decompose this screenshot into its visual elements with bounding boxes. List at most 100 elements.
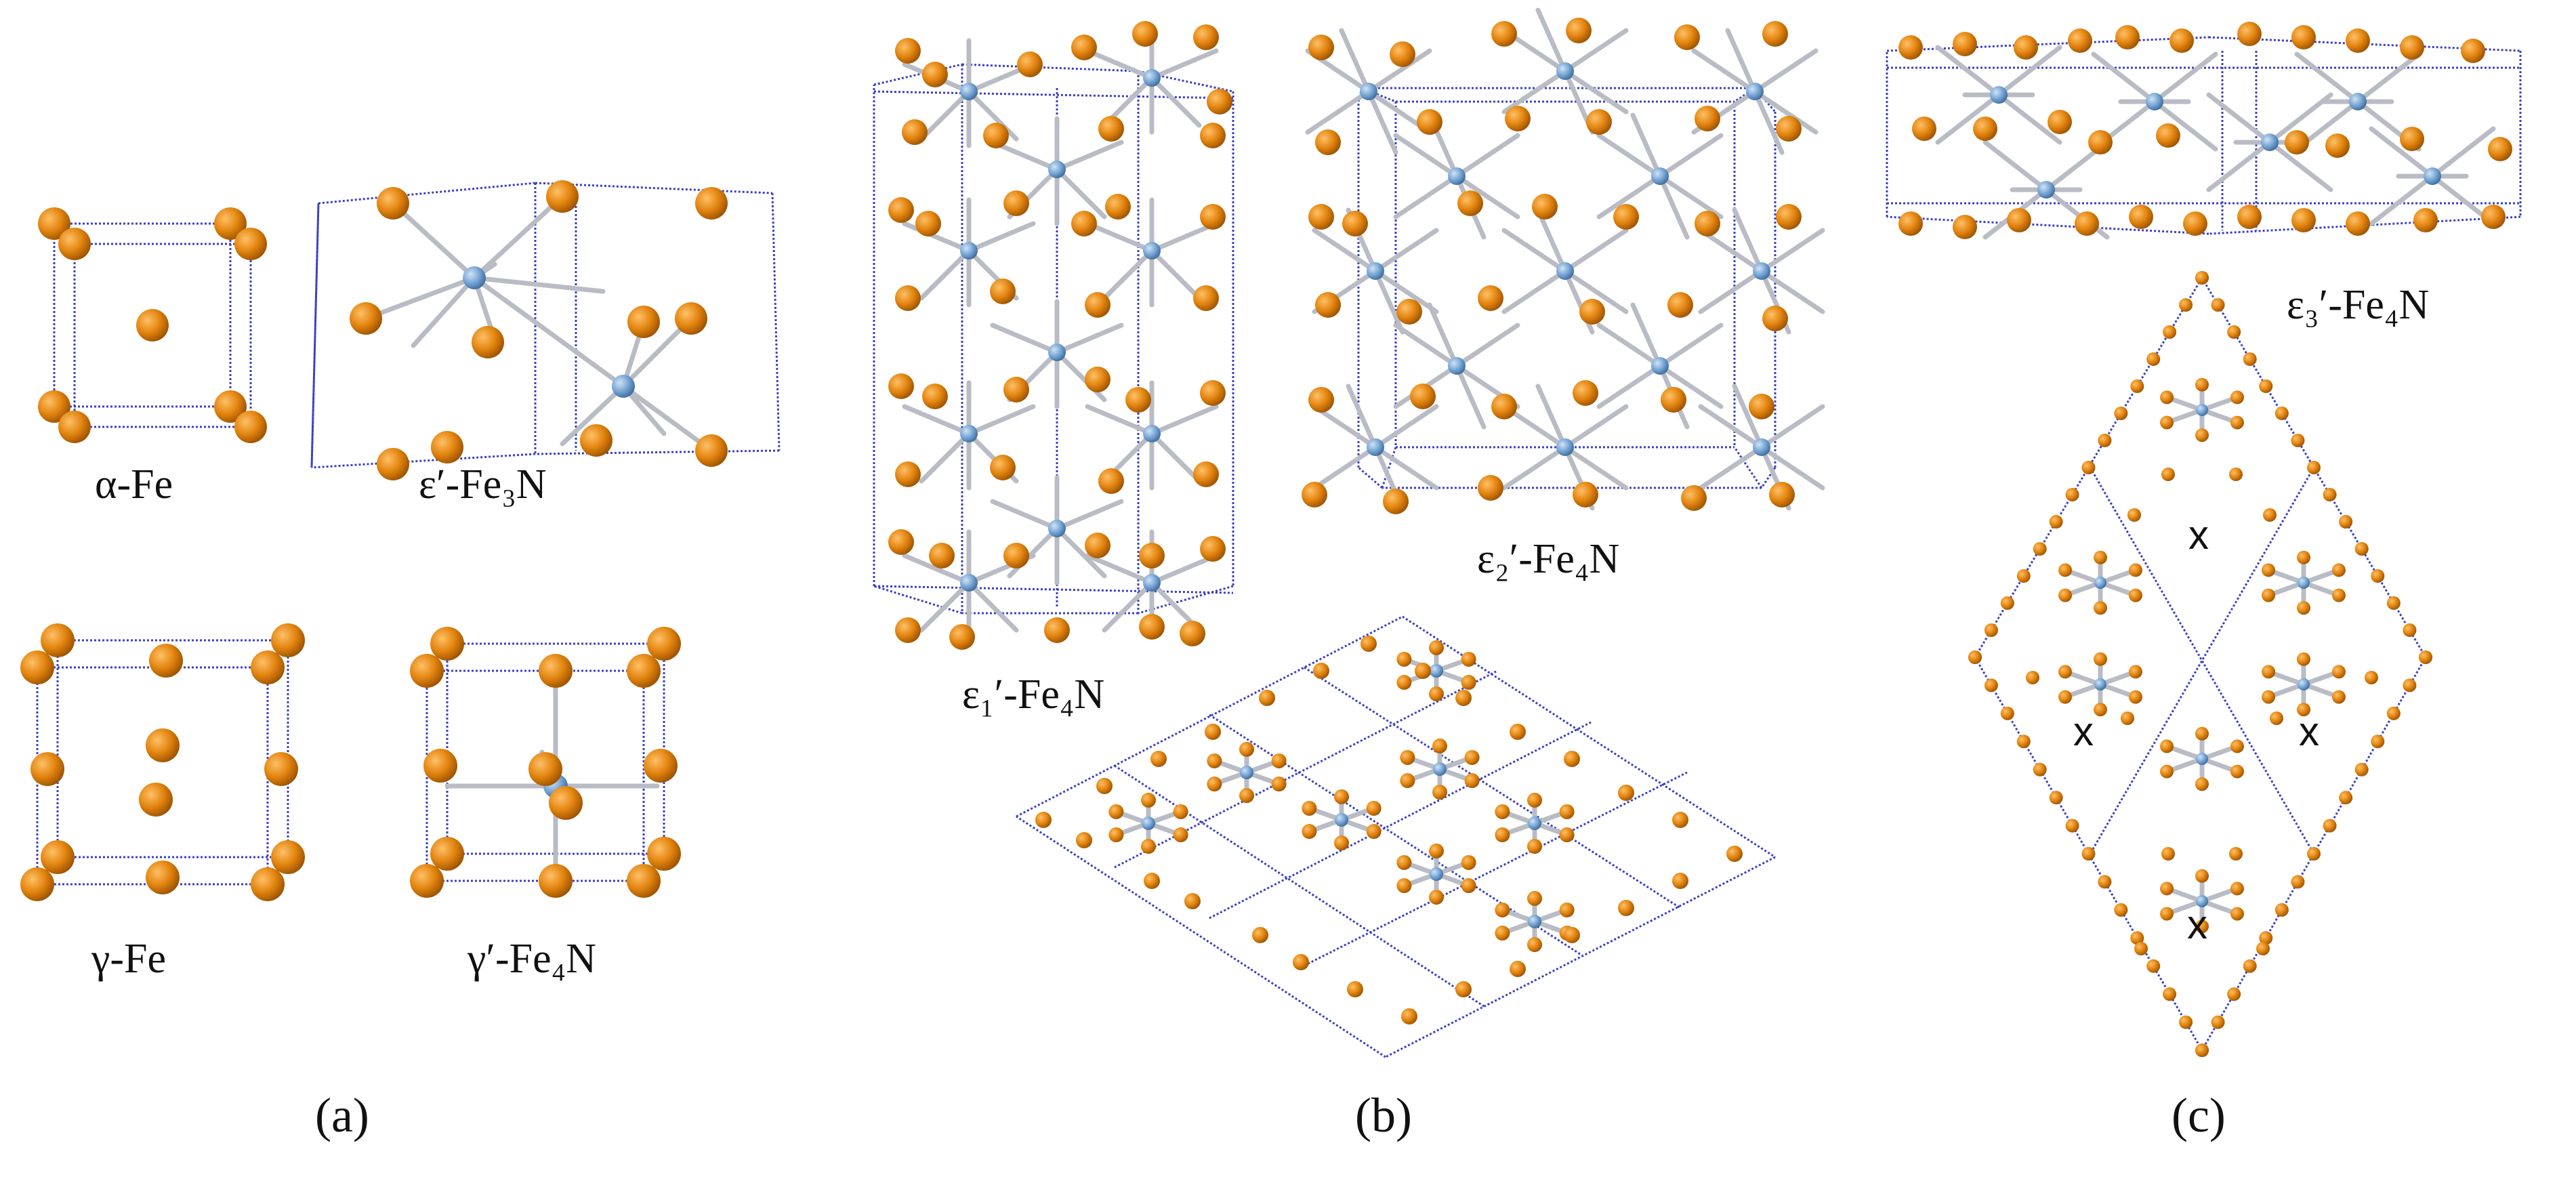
fe-atom (1108, 827, 1124, 843)
fe-atom (1695, 211, 1720, 236)
bond (1149, 75, 1202, 128)
bond (1102, 580, 1155, 633)
fe-atom (2339, 791, 2353, 805)
fe-atom (1559, 804, 1575, 819)
fe-atom (1396, 299, 1422, 325)
cell-edge (310, 203, 320, 468)
fe-atom (1953, 215, 1977, 239)
fe-atom (1968, 650, 1982, 664)
fe-atom (895, 38, 921, 64)
fe-atom (2386, 706, 2401, 720)
fe-atom (983, 123, 1009, 148)
bond (1312, 444, 1378, 491)
fe-atom (949, 624, 975, 650)
fe-atom (1085, 292, 1110, 318)
cell-edge (2089, 467, 2315, 854)
fe-atom (1672, 873, 1688, 889)
n-atom (2196, 895, 2208, 907)
fe-atom (1071, 211, 1097, 236)
fe-atom (2121, 711, 2134, 725)
fe-atom (2291, 434, 2305, 447)
fe-atom (2263, 508, 2277, 522)
cell-edge (1016, 815, 1386, 1058)
bond (1054, 323, 1124, 355)
fe-atom (1003, 543, 1029, 568)
fe-atom (1457, 190, 1483, 216)
fe-atom (2161, 847, 2175, 861)
bond (1312, 404, 1378, 450)
fe-atom (2160, 882, 2174, 896)
bond (1562, 28, 1629, 74)
bond (1054, 140, 1124, 172)
bond (1054, 499, 1124, 531)
bond (2369, 126, 2435, 179)
label-eps2-fe4n: ε₂′-Fe₄N (1477, 536, 1620, 582)
fe-atom (1366, 800, 1382, 816)
fe-atom (2230, 739, 2244, 753)
fe-atom (1776, 116, 1802, 142)
fe-atom (1762, 21, 1788, 47)
fe-atom (1313, 663, 1329, 679)
bond (2267, 140, 2333, 192)
n-atom (1753, 438, 1770, 456)
bond (1996, 92, 2062, 145)
fe-atom (1461, 651, 1476, 667)
n-atom (1433, 762, 1447, 776)
fe-atom (1455, 690, 1472, 706)
vacancy-mark: x (2073, 709, 2094, 754)
fe-atom (2129, 205, 2153, 229)
n-atom (960, 242, 978, 260)
fe-atom (423, 749, 457, 783)
fe-atom (2179, 298, 2193, 312)
label-alpha-fe: α-Fe (95, 461, 173, 508)
fe-atom (1415, 663, 1431, 679)
fe-atom (1334, 835, 1349, 851)
fe-atom (2307, 461, 2321, 474)
cell-edge (1016, 615, 1403, 818)
fe-atom (2259, 931, 2273, 945)
fe-atom (2339, 515, 2353, 529)
fe-atom (1096, 778, 1113, 794)
bond (1149, 248, 1202, 301)
fe-atom (1527, 937, 1542, 953)
fe-atom (2094, 601, 2107, 615)
fe-atom (2403, 678, 2417, 692)
fe-atom (1334, 789, 1349, 804)
fe-atom (1003, 377, 1029, 402)
fe-atom (990, 455, 1016, 480)
n-atom (1143, 574, 1161, 592)
bond (1562, 404, 1629, 450)
fe-atom (2000, 706, 2014, 720)
fe-atom (1071, 35, 1097, 60)
bond (2267, 92, 2333, 145)
fe-atom (214, 207, 247, 240)
fe-atom (1505, 106, 1531, 131)
fe-atom (2291, 25, 2316, 49)
fe-atom (895, 285, 921, 311)
fe-atom (1207, 753, 1222, 768)
bond (1752, 48, 1819, 94)
label-eps-fe3n: ε′-Fe₃N (419, 461, 547, 508)
cell-edge (1209, 713, 1583, 957)
bond (966, 580, 1019, 633)
fe-atom (2259, 379, 2273, 393)
fe-atom (1207, 89, 1232, 115)
fe-atom (2297, 550, 2310, 564)
fe-atom (539, 654, 573, 688)
fe-atom (2160, 415, 2174, 430)
fe-atom (1464, 773, 1480, 789)
n-atom (1556, 438, 1574, 456)
bond (1085, 221, 1155, 253)
fe-atom (1383, 489, 1409, 514)
fe-atom (2262, 588, 2276, 602)
fe-atom (2000, 596, 2014, 610)
fe-atom (1098, 468, 1124, 494)
fe-atom (38, 390, 70, 423)
fe-atom (2307, 847, 2321, 861)
fe-atom (38, 207, 70, 240)
fe-atom (1252, 927, 1268, 943)
fe-atom (20, 867, 54, 901)
bond (363, 275, 477, 321)
fe-atom (472, 326, 504, 358)
fe-atom (2195, 1043, 2209, 1057)
